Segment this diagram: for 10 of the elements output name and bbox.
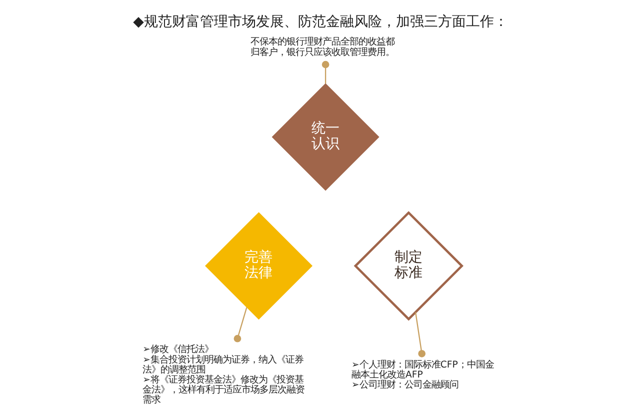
- node-diamond: 完善法律: [204, 212, 312, 320]
- connector: [321, 60, 329, 84]
- node-text: ➢修改《信托法》 ➢集合投资计划明确为证券，纳入《证券法》的调整范围 ➢将《证券投资基金法》修改为《投资基金法》，这样有利于适应市场多层次融资需求: [142, 344, 304, 406]
- connector: [233, 307, 247, 342]
- diagram-title: ◆规范财富管理市场发展、防范金融风险，加强三方面工作：: [132, 14, 508, 30]
- node-diamond: 统一认识: [271, 83, 379, 191]
- connector: [414, 312, 426, 358]
- node-diamond: 制定标准: [353, 211, 463, 321]
- node-text: 不保本的银行理财产品全部的收益都归客户，银行只应该收取管理费用。: [250, 36, 394, 58]
- node-text: ➢个人理财：国际标准CFP；中国金融本土化改造AFP ➢公司理财：公司金融顾问: [351, 359, 494, 391]
